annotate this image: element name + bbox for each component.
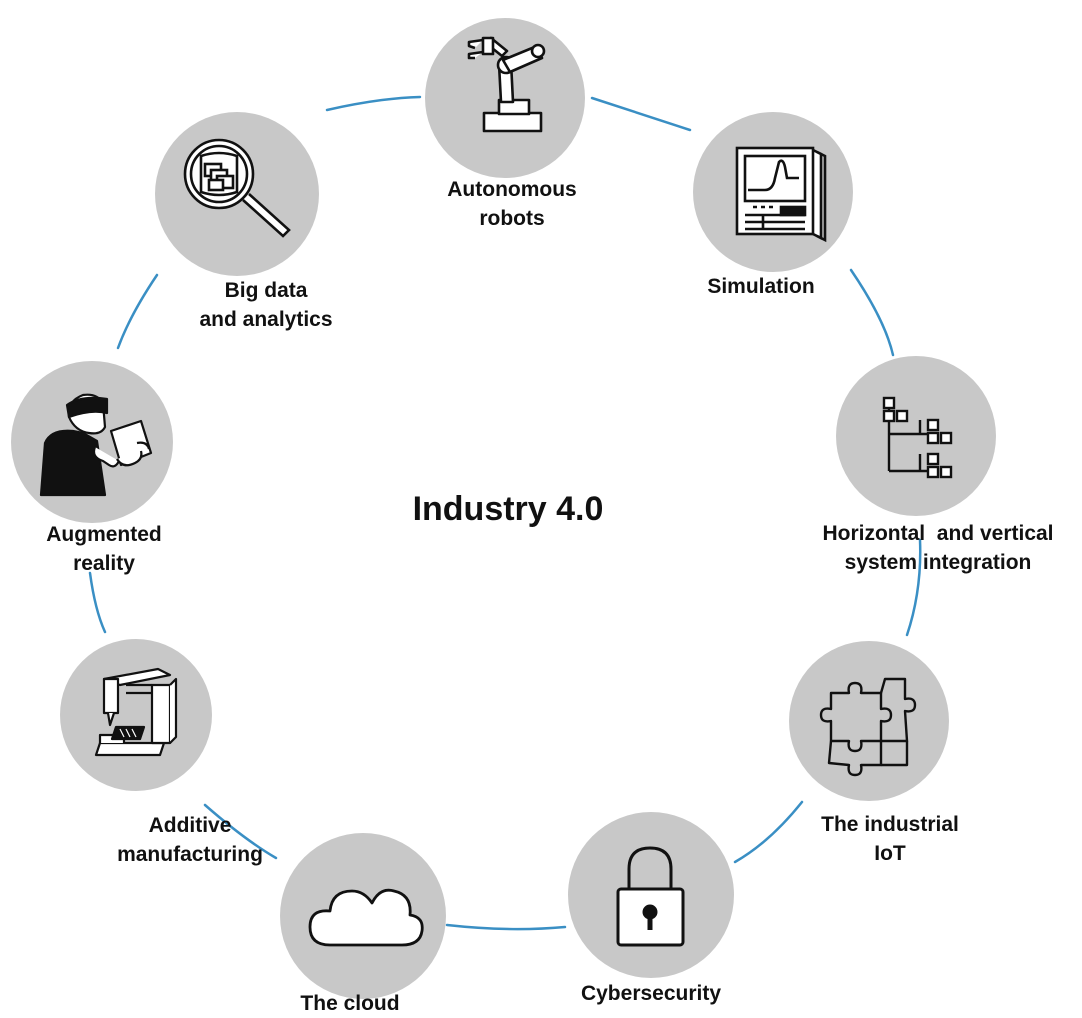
vr-headset-person-icon: [39, 393, 153, 497]
node-simulation: [693, 112, 853, 272]
node-the-cloud: [280, 833, 446, 999]
magnifier-database-icon: [183, 138, 291, 238]
ring-arc: [590, 96, 692, 132]
cloud-icon: [308, 888, 424, 947]
ring-arc: [203, 803, 278, 860]
node-industrial-iot: [789, 641, 949, 801]
hierarchy-tree-icon: [882, 396, 953, 479]
node-additive-manufacturing: [60, 639, 212, 791]
ring-arc: [325, 95, 422, 112]
ring-arc: [88, 571, 107, 634]
node-cybersecurity: [568, 812, 734, 978]
diagram-title: Industry 4.0: [412, 490, 604, 528]
ring-arc: [116, 273, 159, 350]
node-autonomous-robots: [425, 18, 585, 178]
node-big-data: [155, 112, 319, 276]
label-cybersecurity: Cybersecurity: [580, 982, 722, 1005]
ring-arc: [733, 800, 804, 864]
3d-printer-icon: [94, 667, 178, 757]
label-simulation: Simulation: [707, 275, 815, 298]
node-system-integration: [836, 356, 996, 516]
ring-arc: [905, 538, 922, 637]
ring-arc: [849, 268, 895, 357]
ring-arc: [445, 923, 567, 931]
node-augmented-reality: [11, 361, 173, 523]
puzzle-pieces-icon: [819, 677, 917, 777]
padlock-icon: [616, 846, 685, 947]
simulation-monitor-icon: [735, 146, 827, 243]
robot-arm-icon: [467, 36, 546, 133]
label-the-cloud: The cloud: [300, 992, 400, 1015]
